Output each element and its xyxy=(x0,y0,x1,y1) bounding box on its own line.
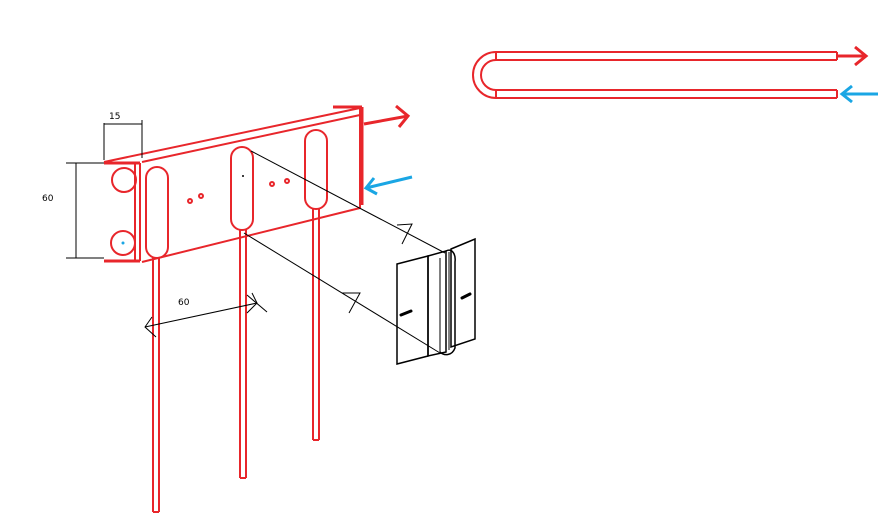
mounting-holes xyxy=(187,178,290,204)
manifold-block xyxy=(103,105,364,263)
leader-lines xyxy=(243,150,446,354)
dimension-height: 60 xyxy=(42,162,104,259)
pipe-3 xyxy=(304,129,328,441)
dimension-width: 15 xyxy=(103,112,143,160)
spring-clip xyxy=(396,237,476,365)
pipe-2 xyxy=(230,146,254,479)
u-tube xyxy=(472,51,838,99)
outflow-arrow-icon xyxy=(837,45,869,67)
dimension-width-label: 15 xyxy=(109,112,120,122)
block-outflow-arrow-icon xyxy=(363,104,411,128)
dimension-height-label: 60 xyxy=(42,194,54,204)
dimension-pipe-spacing: 60 xyxy=(144,292,268,338)
inflow-arrow-icon xyxy=(839,84,878,104)
dimension-pipe-spacing-label: 60 xyxy=(178,298,190,308)
block-inflow-arrow-icon xyxy=(363,175,413,196)
pipe-1 xyxy=(145,166,169,513)
